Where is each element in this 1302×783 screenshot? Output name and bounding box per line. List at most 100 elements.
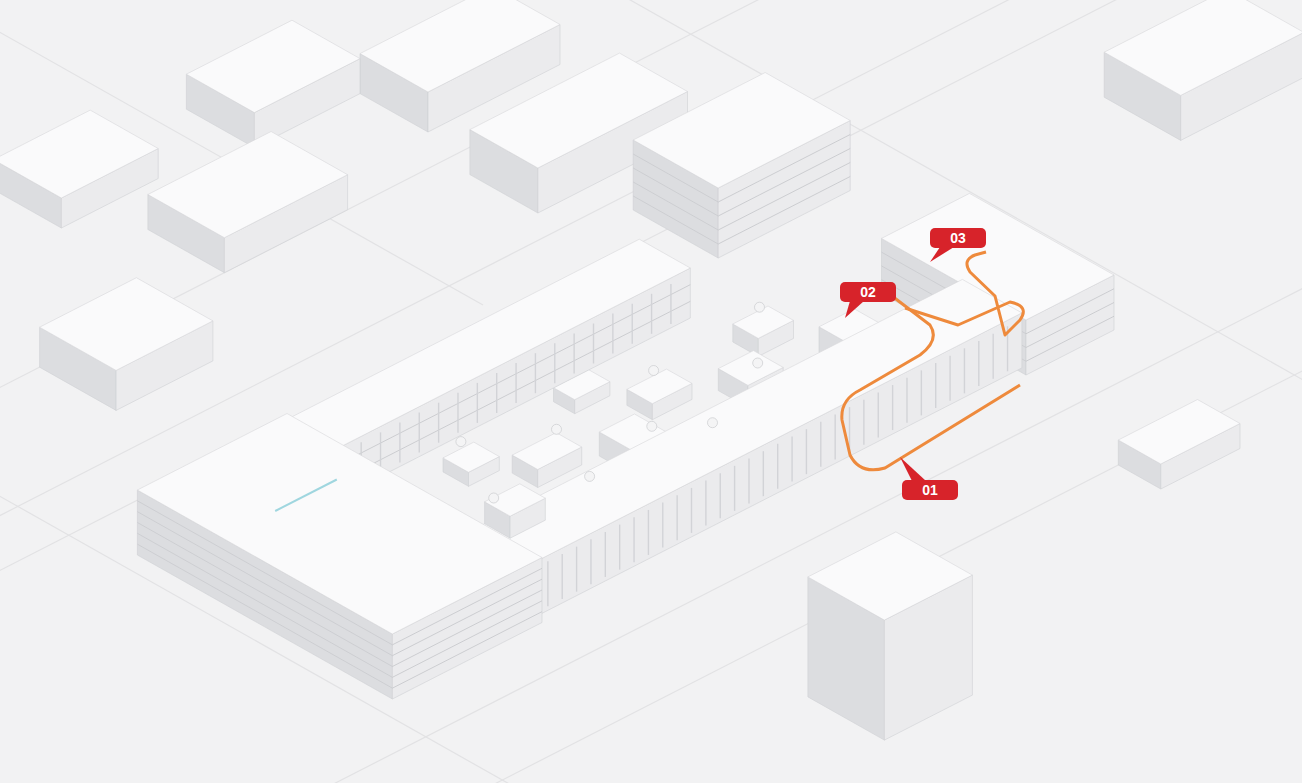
- tree: [755, 302, 765, 312]
- callout-tags: [840, 228, 986, 500]
- street-line: [0, 0, 1197, 713]
- building-roof: [808, 532, 973, 620]
- facade-fin: [590, 539, 591, 584]
- building-roof: [40, 278, 213, 371]
- building-roof: [1118, 400, 1240, 465]
- building-roof: [485, 484, 546, 516]
- facade-fin: [457, 393, 458, 433]
- facade-fin: [964, 348, 965, 393]
- building-block: [808, 532, 973, 740]
- building-roof: [443, 442, 499, 472]
- building-block: [40, 278, 213, 411]
- building-roof: [1104, 0, 1302, 95]
- facade-fin: [734, 466, 735, 511]
- building-roof: [0, 110, 158, 198]
- street-line: [0, 0, 1248, 742]
- facade-fin: [399, 423, 400, 463]
- floor-line: [633, 196, 718, 244]
- facade-fin: [820, 422, 821, 467]
- facade-fin: [554, 343, 555, 383]
- facade-fin: [992, 334, 993, 379]
- tree: [708, 418, 718, 428]
- building-block: [1104, 0, 1302, 140]
- building-block: [0, 110, 158, 228]
- building-roof: [627, 369, 692, 404]
- buildings: [0, 0, 1302, 740]
- facade-fin: [562, 554, 563, 599]
- facade-fin: [612, 314, 613, 354]
- street-line: [98, 177, 1302, 783]
- facade-fin: [535, 353, 536, 393]
- callout-number: 02: [840, 282, 896, 302]
- building-block: [627, 369, 692, 420]
- building-block: [186, 20, 360, 147]
- facade-fin: [791, 436, 792, 481]
- facade-fin: [906, 378, 907, 423]
- tag-pointer: [900, 457, 926, 481]
- facade-fin: [576, 547, 577, 592]
- tag-body: [930, 228, 986, 248]
- building-roof: [186, 20, 360, 112]
- building-block: [443, 442, 499, 486]
- facade-fin: [935, 363, 936, 408]
- roof-pool: [275, 480, 337, 512]
- facade-fin: [648, 510, 649, 555]
- tag-pointer: [845, 301, 864, 318]
- tree: [456, 437, 466, 447]
- callout-number: 03: [930, 228, 986, 248]
- facade-fin: [892, 385, 893, 430]
- facade-fin: [515, 363, 516, 403]
- floor-line: [1026, 316, 1114, 361]
- building-roof: [137, 414, 542, 635]
- floor-line: [633, 182, 718, 230]
- facade-fin: [949, 356, 950, 401]
- facade-fin: [477, 383, 478, 423]
- facade-fin: [676, 495, 677, 540]
- facade-fin: [720, 473, 721, 518]
- facade-fin: [978, 341, 979, 386]
- building-roof: [148, 132, 348, 238]
- facade-fin: [619, 525, 620, 570]
- building-block: [137, 414, 542, 700]
- facade-fin: [438, 403, 439, 443]
- facade-fin: [633, 517, 634, 562]
- facade-fin: [921, 370, 922, 415]
- building-block: [148, 132, 348, 273]
- building-block: [1118, 400, 1240, 490]
- street-line: [317, 0, 1302, 591]
- facade-fin: [705, 481, 706, 526]
- tree: [489, 493, 499, 503]
- facade-fin: [419, 413, 420, 453]
- facade-fin: [593, 324, 594, 364]
- facade-fin: [863, 400, 864, 445]
- facade-fin: [547, 561, 548, 606]
- callout-number: 01: [902, 480, 958, 500]
- facade-fin: [632, 304, 633, 344]
- facade-fin: [806, 429, 807, 474]
- tree: [552, 424, 562, 434]
- building-roof: [633, 73, 850, 189]
- floor-line: [718, 177, 850, 245]
- facade-fin: [691, 488, 692, 533]
- building-roof: [512, 433, 582, 470]
- tag-pointer: [930, 247, 954, 262]
- building-block: [633, 73, 850, 259]
- tag-body: [902, 480, 958, 500]
- facade-fin: [670, 284, 671, 324]
- facade-fin: [777, 444, 778, 489]
- facade-fin: [834, 414, 835, 459]
- tree: [647, 421, 657, 431]
- facade-fin: [651, 294, 652, 334]
- building-block: [733, 306, 794, 356]
- building-roof: [474, 279, 1022, 562]
- facade-fin: [605, 532, 606, 577]
- facade-fin: [748, 459, 749, 504]
- facade-fin: [662, 503, 663, 548]
- building-roof: [360, 0, 560, 92]
- tree: [649, 366, 659, 376]
- route-line: [905, 252, 1023, 335]
- facade-fin: [878, 392, 879, 437]
